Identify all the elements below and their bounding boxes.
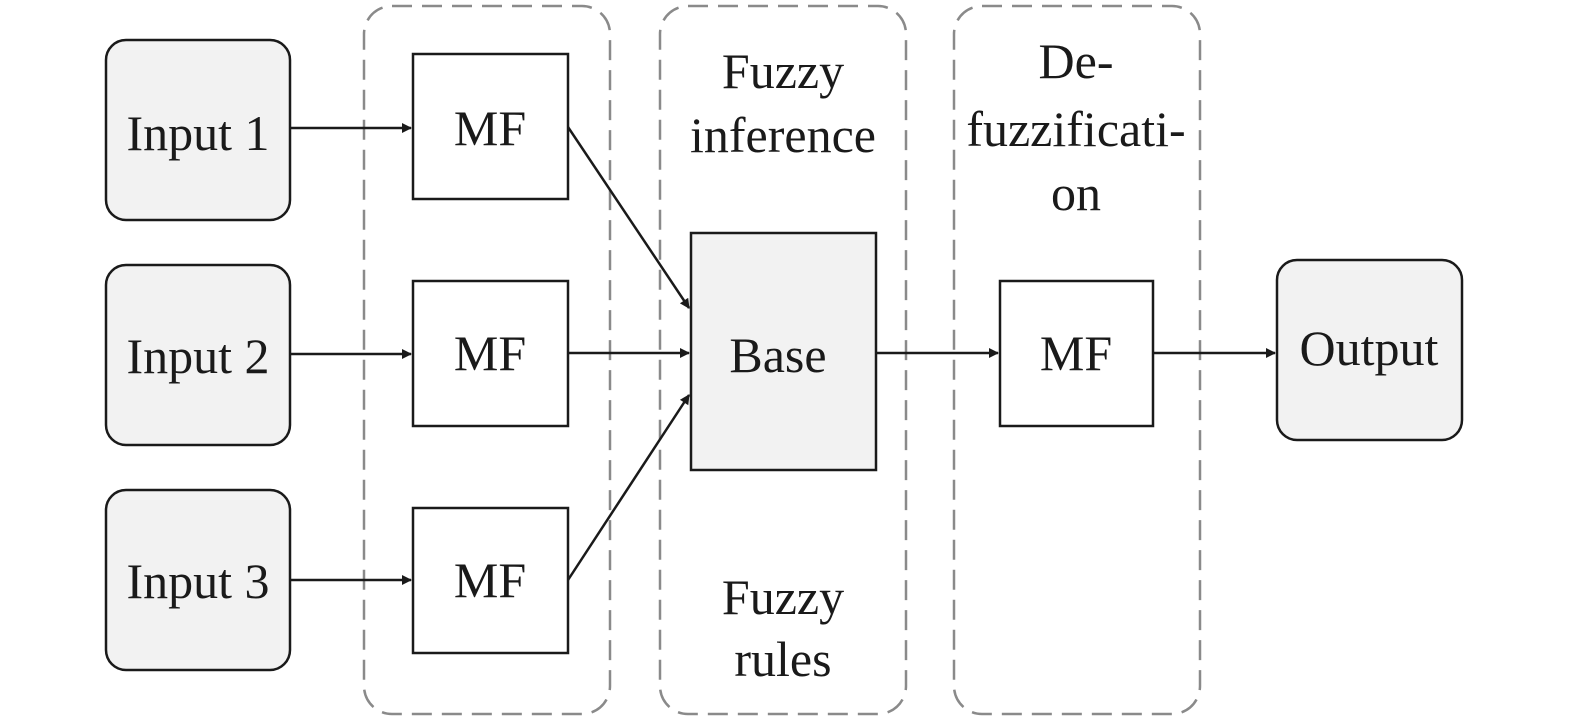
defuzz-title-line3: on bbox=[1051, 165, 1101, 221]
rule-base-box bbox=[689, 231, 878, 472]
arrow-mf1-to-base bbox=[566, 126, 691, 309]
arrow-mf3-to-base bbox=[566, 394, 691, 581]
input-1-label: Input 1 bbox=[126, 105, 269, 161]
input-1-box bbox=[104, 38, 292, 222]
mf-block-1-label: MF bbox=[454, 100, 526, 156]
mf-block-2 bbox=[411, 279, 570, 428]
mf-block-1 bbox=[411, 52, 570, 201]
output-box bbox=[1275, 258, 1464, 442]
input-3-label: Input 3 bbox=[126, 553, 269, 609]
inference-group bbox=[658, 4, 908, 716]
mf-block-2-label: MF bbox=[454, 325, 526, 381]
defuzz-title-line2: fuzzificati- bbox=[966, 101, 1185, 157]
mf-block-3 bbox=[411, 506, 570, 655]
rules-label-line1: Fuzzy bbox=[722, 569, 844, 625]
inference-title-line2: inference bbox=[690, 107, 876, 163]
rules-label-line2: rules bbox=[734, 631, 831, 687]
inference-title-line1: Fuzzy bbox=[722, 43, 844, 99]
output-label: Output bbox=[1300, 320, 1439, 376]
rule-base-label: Base bbox=[729, 327, 826, 383]
fuzzification-group bbox=[362, 4, 612, 716]
defuzz-title-line1: De- bbox=[1039, 33, 1114, 89]
defuzz-mf-label: MF bbox=[1040, 325, 1112, 381]
defuzz-mf-block bbox=[998, 279, 1155, 428]
defuzzification-group bbox=[952, 4, 1202, 716]
input-2-label: Input 2 bbox=[126, 328, 269, 384]
mf-block-3-label: MF bbox=[454, 552, 526, 608]
